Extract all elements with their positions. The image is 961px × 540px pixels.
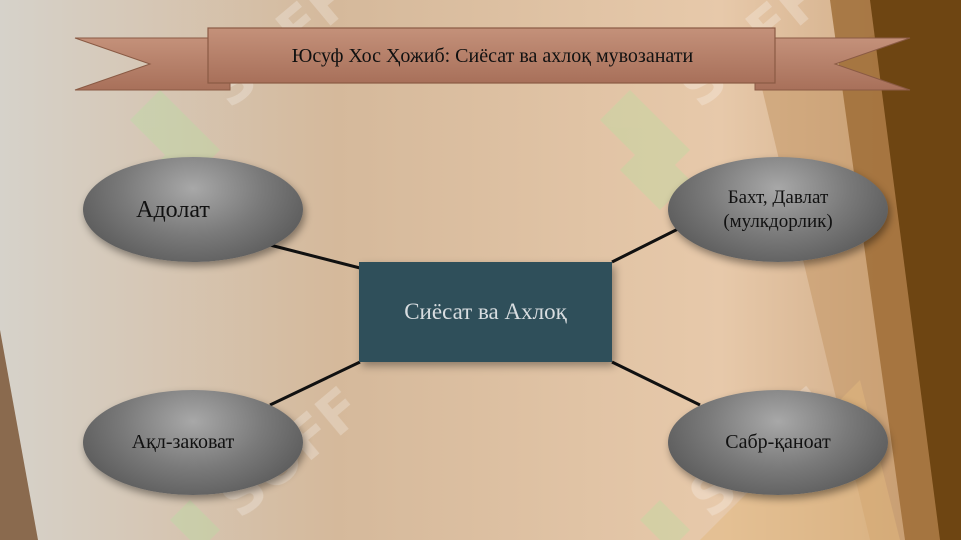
- node-bottom-left-label: Ақл-заковат: [131, 431, 235, 453]
- right-facet-dark: [870, 0, 961, 540]
- center-node-label: Сиёсат ва Ахлоқ: [404, 299, 567, 324]
- node-bottom-right-label: Сабр-қаноат: [725, 431, 831, 453]
- node-top-right: Бахт, Давлат (мулкдорлик): [668, 157, 888, 262]
- node-top-left: Адолат: [83, 157, 303, 262]
- title-ribbon: [74, 27, 911, 91]
- connector-bottom-right: [611, 360, 701, 407]
- slide-title: Юсуф Хос Ҳожиб: Сиёсат ва ахлоқ мувозана…: [291, 44, 694, 67]
- connector-bottom-left: [269, 360, 361, 407]
- node-bottom-left: Ақл-заковат: [83, 390, 303, 495]
- node-top-left-label: Адолат: [136, 196, 210, 223]
- connector-top-right: [611, 226, 681, 264]
- node-bottom-right: Сабр-қаноат: [668, 390, 888, 495]
- node-top-right-line2: (мулкдорлик): [723, 210, 833, 232]
- node-top-right-line1: Бахт, Давлат: [727, 186, 829, 208]
- connectors: [269, 226, 701, 407]
- connector-top-left: [269, 243, 361, 270]
- left-wedge: [0, 330, 38, 540]
- center-node: Сиёсат ва Ахлоқ: [359, 262, 612, 362]
